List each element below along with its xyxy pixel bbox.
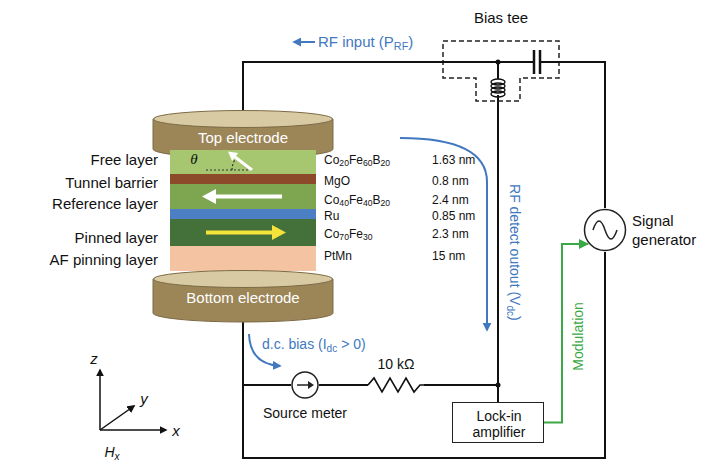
lock-in-box: Lock-in amplifier — [452, 402, 544, 443]
node-shape-line — [540, 61, 560, 63]
subscript: 40 — [339, 198, 349, 208]
subscript: 20 — [381, 158, 391, 168]
axis-label: x — [172, 422, 180, 440]
antiferromagnet-band: AF pinning layerPtMn15 nm — [170, 246, 316, 271]
component-label: Lock-in amplifier — [456, 408, 542, 440]
thickness-label: 2.3 nm — [432, 227, 469, 241]
signal-label: RF input (PRF) — [318, 33, 413, 51]
electrode-disk: Bottom electrode — [153, 270, 333, 322]
layer-name: Pinned layer — [75, 229, 158, 247]
resistor-backing — [368, 375, 424, 395]
node-drawing — [170, 219, 316, 246]
subscript: 70 — [339, 232, 349, 242]
rf-detect-arrow — [400, 138, 487, 330]
subscript: 30 — [363, 232, 373, 242]
node-shape-polygon — [308, 381, 314, 389]
field-label: Hx — [104, 444, 119, 461]
node-shape-line — [497, 62, 499, 79]
subscript: x — [115, 450, 120, 461]
layer-name: AF pinning layer — [50, 251, 158, 269]
node-shape-line — [442, 61, 534, 63]
wire-connector — [560, 62, 605, 208]
pinned-layer-band: Pinned layerCo70Fe302.3 nm — [170, 219, 316, 246]
node-shape-ellipse — [154, 111, 333, 128]
reference-layer-band: Reference layerCo40Fe40B202.4 nm — [170, 184, 316, 209]
layer-name: Free layer — [90, 151, 158, 169]
resistor-symbol — [368, 378, 424, 392]
node-shape-polygon — [202, 189, 216, 204]
node-shape-line — [533, 50, 536, 74]
layer-name: Tunnel barrier — [65, 174, 158, 192]
subscript: 20 — [381, 198, 391, 208]
axis-y — [100, 406, 134, 430]
component-label: Bias tee — [474, 9, 528, 27]
junction-dot — [496, 383, 501, 388]
node-shape-line — [206, 169, 252, 170]
wire-connector — [243, 322, 291, 385]
node-drawing — [583, 208, 627, 252]
component-label: Source meter — [263, 405, 347, 422]
axis-x — [100, 429, 166, 431]
node-drawing — [442, 40, 560, 102]
material-label: Co70Fe30 — [324, 227, 373, 241]
node-shape-polygon — [443, 41, 559, 101]
node-shape-line — [206, 231, 274, 235]
bias-tee-box: Bias tee — [442, 40, 560, 102]
thickness-label: 15 nm — [432, 249, 465, 263]
axis-label: y — [140, 390, 148, 408]
barrier-band: Tunnel barrierMgO0.8 nm — [170, 174, 316, 184]
node-shape-line — [497, 95, 499, 102]
thickness-label: 2.4 nm — [432, 193, 469, 207]
node-shape-line — [235, 157, 252, 170]
node-shape-circle — [585, 210, 626, 251]
axis-z — [99, 370, 101, 430]
layer-name: Reference layer — [52, 195, 158, 213]
material-label: Co40Fe40B20 — [324, 193, 390, 207]
resistor-value: 10 kΩ — [378, 356, 415, 373]
material-label: Co20Fe60B20 — [324, 153, 390, 167]
node-drawing — [170, 184, 316, 209]
subscript: dc — [327, 342, 338, 353]
material-label: PtMn — [324, 249, 352, 263]
signal-label: RF detect outout (Vdc) — [506, 184, 523, 321]
node-shape-polygon — [228, 152, 238, 161]
spacer-band: Ru0.85 nm — [170, 209, 316, 219]
material-label: Ru — [324, 209, 339, 223]
axis-label: z — [90, 350, 98, 368]
material-label: MgO — [324, 174, 350, 188]
node-shape-ellipse — [154, 271, 333, 288]
component-label: Signal generator — [632, 211, 714, 249]
thickness-label: 1.63 nm — [432, 153, 475, 167]
angle-symbol: θ — [190, 150, 197, 168]
node-shape-line — [297, 384, 309, 386]
subscript: RF — [394, 40, 408, 52]
electrode-label: Bottom electrode — [186, 289, 299, 307]
wire-connector — [243, 62, 442, 110]
electrode-label: Top electrode — [198, 129, 288, 147]
subscript: 40 — [363, 198, 373, 208]
thickness-label: 0.8 nm — [432, 174, 469, 188]
source-meter-symbol: Source meter — [291, 371, 319, 399]
signal-generator-symbol: Signal generator — [583, 208, 627, 252]
node-drawing — [291, 371, 319, 399]
thickness-label: 0.85 nm — [432, 209, 475, 223]
node-shape-line — [214, 195, 282, 199]
rf-input-arrow — [294, 41, 315, 43]
node-shape-line — [539, 50, 542, 74]
signal-label: d.c. bias (Idc > 0) — [262, 336, 366, 353]
node-shape-polygon — [272, 225, 286, 240]
node-shape-path — [593, 221, 617, 239]
subscript: 60 — [363, 158, 373, 168]
subscript: 20 — [339, 158, 349, 168]
wire-connector — [497, 102, 499, 402]
wire-connector — [544, 244, 588, 423]
edge-label: Modulation — [570, 302, 587, 371]
subscript: dc — [505, 305, 516, 316]
node-shape-circle — [292, 372, 318, 398]
